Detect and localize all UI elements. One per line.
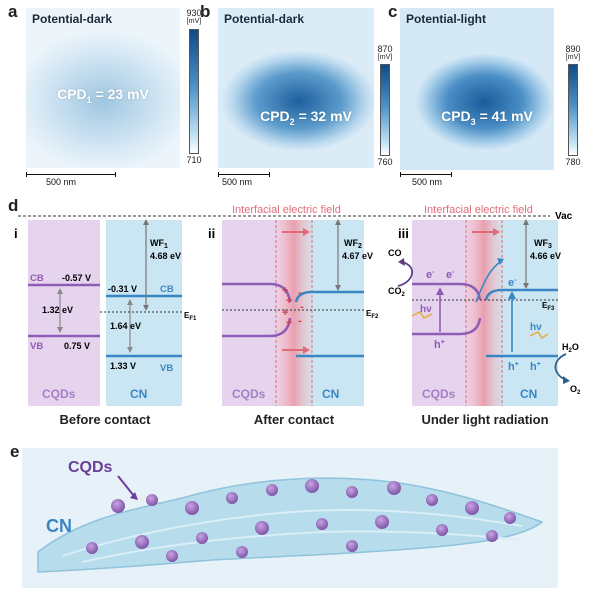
interface-field-ii <box>276 220 312 406</box>
cn-label-i: CN <box>130 387 147 401</box>
interface-field-iii <box>466 220 502 406</box>
wf3-value: 4.66 eV <box>530 251 561 261</box>
cbar-min-b: 760 <box>377 157 393 167</box>
cqd-gap-value: 1.32 eV <box>42 305 73 315</box>
cn-label-iii: CN <box>520 387 537 401</box>
hole-cn-2: h+ <box>530 361 541 373</box>
cbar-unit-c: [mV] <box>565 54 581 61</box>
cn-nanosheet <box>37 477 544 573</box>
colorbar-c <box>568 64 578 156</box>
cqds-label-i: CQDs <box>42 387 76 401</box>
svg-text:+: + <box>286 317 292 329</box>
cn-vb-value: 1.33 V <box>110 361 136 371</box>
cqd-vb-value: 0.75 V <box>64 341 90 351</box>
svg-text:+: + <box>282 285 288 297</box>
cqds-label-ii: CQDs <box>232 387 266 401</box>
cn-label-ii: CN <box>322 387 339 401</box>
hv-label-cn: hν <box>530 322 542 333</box>
panel-label-e: e <box>10 442 20 461</box>
ef2-label: EF2 <box>366 309 379 320</box>
caption-after-contact: After contact <box>253 412 335 427</box>
kpfm-title-b: Potential-dark <box>224 12 305 26</box>
cqd-cb-value: -0.57 V <box>62 273 91 283</box>
svg-text:-: - <box>298 315 302 327</box>
panel-label-d: d <box>8 196 19 215</box>
wf2-value: 4.67 eV <box>342 251 373 261</box>
cpd-label-b: CPD2 = 32 mV <box>260 108 352 127</box>
cn-label-e: CN <box>46 516 72 536</box>
svg-text:-: - <box>298 287 302 299</box>
kpfm-image-b: Potential-dark CPD2 = 32 mV <box>218 8 374 168</box>
cn-region-i <box>106 220 182 406</box>
ef3-label: EF3 <box>542 301 555 312</box>
roman-i: i <box>14 226 18 241</box>
panel-label-c: c <box>388 2 398 21</box>
cqds-label-e: CQDs <box>68 459 113 476</box>
cbar-max-a: 930 <box>186 8 202 18</box>
colorbar-b <box>380 64 390 156</box>
kpfm-title-a: Potential-dark <box>32 12 113 26</box>
colorbar-a <box>189 29 199 154</box>
svg-text:-: - <box>300 301 304 313</box>
cbar-min-c: 780 <box>565 157 581 167</box>
cqds-cn-schematic: CQDs CN <box>22 448 558 588</box>
panel-label-a: a <box>8 2 18 21</box>
hole-cn-1: h+ <box>508 361 519 373</box>
cbar-min-a: 710 <box>186 155 202 165</box>
kpfm-title-c: Potential-light <box>406 12 486 26</box>
kpfm-image-c: Potential-light CPD3 = 41 mV <box>400 8 554 170</box>
cbar-unit-a: [mV] <box>186 18 202 25</box>
cqd-vb-label-i: VB <box>30 341 43 352</box>
wf1-value: 4.68 eV <box>150 251 181 261</box>
co2-label: CO2 <box>388 286 406 298</box>
wf2-label: WF2 <box>344 238 362 250</box>
co-label: CO <box>388 248 402 258</box>
wf1-label: WF1 <box>150 238 168 250</box>
cbar-unit-b: [mV] <box>377 54 393 61</box>
h2o-label: H2O <box>562 342 579 354</box>
field-label-iii: Interfacial electric field <box>424 204 533 216</box>
cn-cb-label-i: CB <box>160 284 174 295</box>
caption-before-contact: Before contact <box>59 412 151 427</box>
panel-label-b: b <box>200 2 211 21</box>
cn-gap-value: 1.64 eV <box>110 321 141 331</box>
caption-under-light: Under light radiation <box>421 412 549 427</box>
cqds-label-iii: CQDs <box>422 387 456 401</box>
field-label-ii: Interfacial electric field <box>232 204 341 216</box>
electron-1: e- <box>426 269 435 281</box>
svg-text:+: + <box>286 295 292 307</box>
hole-cqd: h+ <box>434 339 445 351</box>
cpd-label-a: CPD1 = 23 mV <box>57 86 149 105</box>
electron-3: e- <box>508 277 517 289</box>
cbar-max-b: 870 <box>377 44 393 54</box>
svg-text:+: + <box>282 307 288 319</box>
cqd-cb-label-i: CB <box>30 273 44 284</box>
cqds-region-i <box>28 220 100 406</box>
cpd-label-c: CPD3 = 41 mV <box>441 108 533 127</box>
roman-iii: iii <box>398 226 409 241</box>
hv-label-cqd: hν <box>420 304 432 315</box>
electron-2: e- <box>446 269 455 281</box>
cbar-max-c: 890 <box>565 44 581 54</box>
ef1-label: EF1 <box>184 311 197 322</box>
vac-label: Vac <box>555 211 573 222</box>
cn-vb-label-i: VB <box>160 363 173 374</box>
cqd-dots <box>86 479 516 562</box>
kpfm-image-a: Potential-dark CPD1 = 23 mV <box>26 8 180 168</box>
roman-ii: ii <box>208 226 215 241</box>
cn-cb-value: -0.31 V <box>108 284 137 294</box>
wf3-label: WF3 <box>534 238 552 250</box>
o2-label: O2 <box>570 384 581 396</box>
